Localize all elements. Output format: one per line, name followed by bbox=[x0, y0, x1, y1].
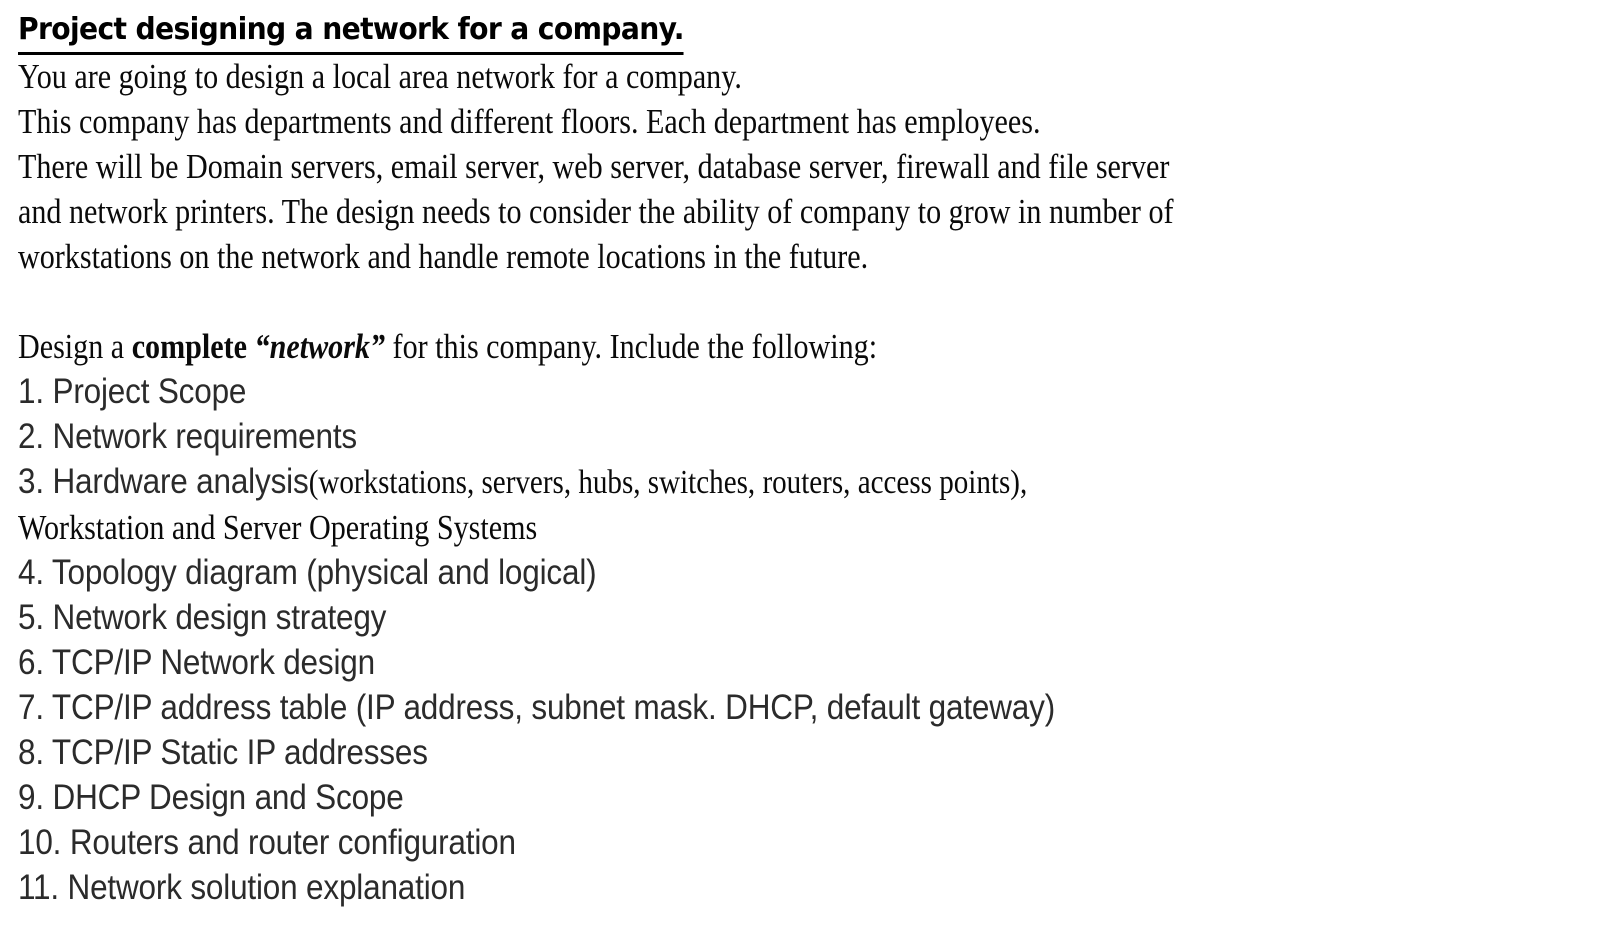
list-item-9: 9. DHCP Design and Scope bbox=[18, 775, 1422, 820]
instruction-bold-word: complete bbox=[131, 327, 248, 366]
list-item-label: TCP/IP Network design bbox=[51, 643, 375, 682]
list-item-label: Network solution explanation bbox=[67, 868, 466, 907]
page-title: Project designing a network for a compan… bbox=[18, 8, 684, 55]
intro-line-3: There will be Domain servers, email serv… bbox=[18, 147, 1170, 186]
list-item-number: 4. bbox=[18, 553, 44, 592]
list-item-label: Network design strategy bbox=[52, 598, 387, 637]
document-body: Project designing a network for a compan… bbox=[18, 8, 1578, 910]
list-item-number: 8. bbox=[18, 733, 44, 772]
list-item-2: 2. Network requirements bbox=[18, 414, 1422, 459]
list-item-11: 11. Network solution explanation bbox=[18, 865, 1422, 910]
list-item-1: 1. Project Scope bbox=[18, 369, 1422, 414]
list-item-label: TCP/IP Static IP addresses bbox=[51, 733, 428, 772]
list-item-3: 3. Hardware analysis (workstations, serv… bbox=[18, 459, 1422, 505]
list-item-8: 8. TCP/IP Static IP addresses bbox=[18, 730, 1422, 775]
intro-line-1: You are going to design a local area net… bbox=[18, 57, 742, 96]
list-item-label: 3. Hardware analysis bbox=[18, 462, 309, 501]
list-item-number: 6. bbox=[18, 643, 44, 682]
list-item-number: 10. bbox=[18, 823, 62, 862]
instruction-suffix: for this company. Include the following: bbox=[385, 327, 878, 366]
list-item-7: 7. TCP/IP address table (IP address, sub… bbox=[18, 685, 1422, 730]
list-item-label: Topology diagram (physical and logical) bbox=[51, 553, 597, 592]
list-item-number: 5. bbox=[18, 598, 44, 637]
page-title-wrapper: Project designing a network for a compan… bbox=[18, 8, 1578, 55]
list-item-6: 6. TCP/IP Network design bbox=[18, 640, 1422, 685]
list-item-number: 2. bbox=[18, 417, 44, 456]
instruction-space bbox=[247, 327, 255, 366]
list-item-label: Project Scope bbox=[52, 372, 247, 411]
list-item-number: 9. bbox=[18, 778, 44, 817]
instruction-prefix: Design a bbox=[18, 327, 132, 366]
list-item-3-serif-detail: (workstations, servers, hubs, switches, … bbox=[308, 464, 1028, 501]
list-item-label: Network requirements bbox=[52, 417, 358, 456]
instruction-line: Design a complete “network” for this com… bbox=[18, 324, 1360, 369]
intro-line-4: and network printers. The design needs t… bbox=[18, 192, 1174, 231]
list-item-label: Routers and router configuration bbox=[69, 823, 516, 862]
list-item-number: 7. bbox=[18, 688, 44, 727]
list-item-label: TCP/IP address table (IP address, subnet… bbox=[51, 688, 1056, 727]
list-item-10: 10. Routers and router configuration bbox=[18, 820, 1422, 865]
intro-line-5: workstations on the network and handle r… bbox=[18, 237, 869, 276]
paragraph-spacer bbox=[18, 279, 1360, 324]
list-item-3-continuation: Workstation and Server Operating Systems bbox=[18, 508, 538, 547]
list-item-number: 11. bbox=[18, 868, 59, 907]
list-item-number: 1. bbox=[18, 372, 44, 411]
list-item-4: 4. Topology diagram (physical and logica… bbox=[18, 550, 1422, 595]
list-item-5: 5. Network design strategy bbox=[18, 595, 1422, 640]
instruction-bold-italic-word: “network” bbox=[254, 327, 386, 366]
intro-line-2: This company has departments and differe… bbox=[18, 102, 1041, 141]
list-item-label: DHCP Design and Scope bbox=[52, 778, 404, 817]
